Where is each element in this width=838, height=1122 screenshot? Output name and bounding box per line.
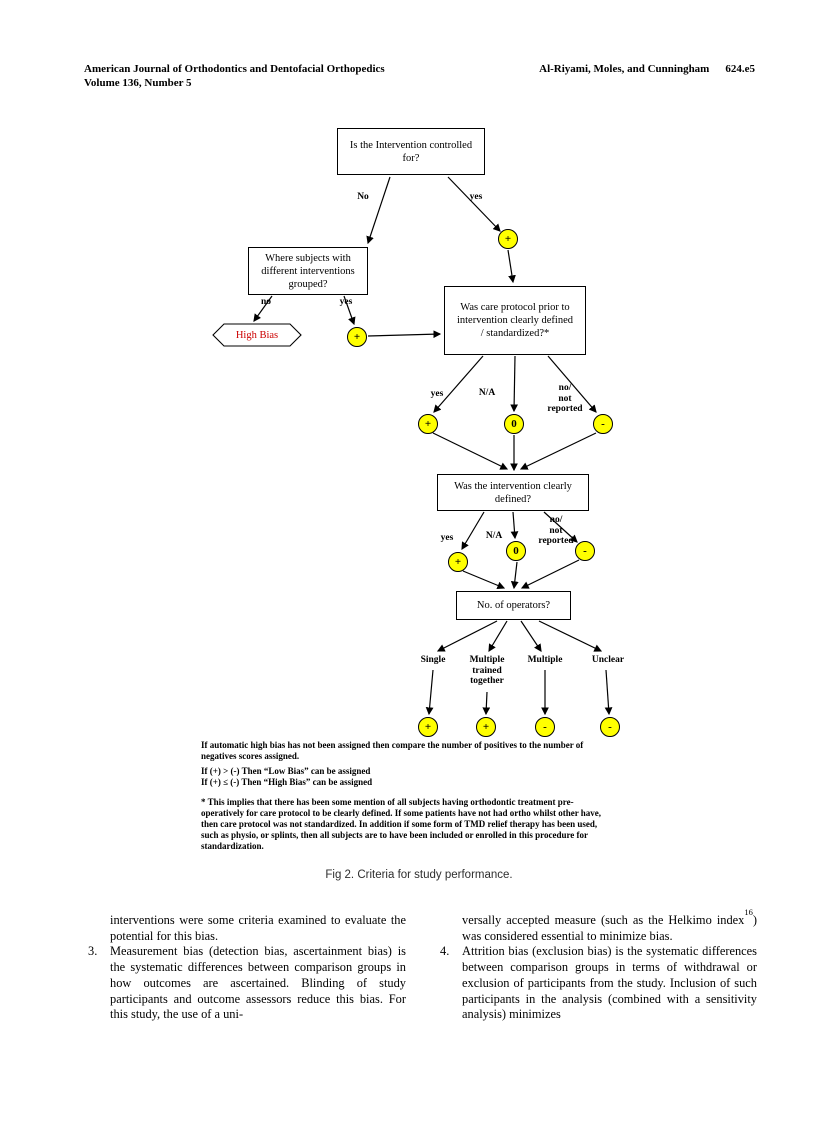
- operator-label-single: Single: [420, 655, 446, 665]
- figure-footnote-line: * This implies that there has been some …: [201, 797, 574, 807]
- body-column-left: interventions were some criteria examine…: [88, 913, 406, 1023]
- branch-label-care-na: N/A: [478, 388, 496, 398]
- flowchart-box-intervention-defined: Was the intervention clearly defined?: [437, 474, 589, 511]
- branch-label-controlled-yes: yes: [469, 192, 483, 202]
- paragraph-continuation-right: versally accepted measure (such as the H…: [462, 908, 757, 944]
- figure-footnote-line: standardization.: [201, 841, 264, 851]
- branch-label-grouped-yes: yes: [339, 297, 353, 307]
- high-bias-shape: [212, 323, 302, 347]
- journal-title: American Journal of Orthodontics and Den…: [84, 63, 385, 75]
- scoring-note: If automatic high bias has not been assi…: [201, 740, 641, 789]
- branch-label-care-yes: yes: [430, 389, 444, 399]
- figure-footnote: * This implies that there has been some …: [201, 797, 663, 852]
- list-item-4: 4. Attrition bias (exclusion bias) is th…: [440, 944, 757, 1023]
- score-circle-plus-multiple-trained: +: [476, 717, 496, 737]
- list-item-3: 3. Measurement bias (detection bias, asc…: [88, 944, 406, 1023]
- reference-superscript: 16: [744, 906, 753, 917]
- body-column-right: versally accepted measure (such as the H…: [440, 908, 757, 1023]
- list-item-text: Attrition bias (exclusion bias) is the s…: [462, 944, 757, 1022]
- operator-label-multiple-trained: Multiple trained together: [469, 655, 505, 686]
- running-authors: Al-Riyami, Moles, and Cunningham: [539, 63, 710, 75]
- branch-label-grouped-no: no: [260, 297, 272, 307]
- score-circle-minus-care: -: [593, 414, 613, 434]
- branch-label-defined-yes: yes: [440, 533, 454, 543]
- figure-footnote-line: then care protocol was not standardized.…: [201, 819, 598, 829]
- score-circle-plus-grouped: +: [347, 327, 367, 347]
- scoring-note-line: negatives scores assigned.: [201, 751, 300, 762]
- list-item-number: 3.: [88, 944, 98, 959]
- operator-label-multiple: Multiple: [527, 655, 563, 665]
- score-circle-zero-defined: 0: [506, 541, 526, 561]
- running-head-left: American Journal of Orthodontics and Den…: [84, 62, 385, 90]
- operator-label-unclear: Unclear: [591, 655, 625, 665]
- running-head-right: Al-Riyami, Moles, and Cunningham 624.e5: [539, 62, 755, 90]
- branch-label-care-not-reported: no/ not reported: [547, 383, 583, 414]
- score-circle-minus-unclear: -: [600, 717, 620, 737]
- scoring-note-line: If automatic high bias has not been assi…: [201, 740, 584, 750]
- list-item-text: Measurement bias (detection bias, ascert…: [110, 944, 406, 1022]
- branch-label-controlled-no: No: [357, 192, 369, 202]
- score-circle-plus-defined: +: [448, 552, 468, 572]
- score-circle-plus-single: +: [418, 717, 438, 737]
- score-circle-plus-care: +: [418, 414, 438, 434]
- flowchart-connectors: [253, 176, 613, 716]
- flowchart-box-intervention-controlled: Is the Intervention controlled for?: [337, 128, 485, 175]
- figure-caption: Fig 2. Criteria for study performance.: [325, 869, 513, 881]
- branch-label-defined-not-reported: no/ not reported: [538, 515, 574, 546]
- journal-volume: Volume 136, Number 5: [84, 77, 192, 89]
- score-circle-minus-defined: -: [575, 541, 595, 561]
- scoring-note-line: If (+) ≤ (-) Then “High Bias” can be ass…: [201, 777, 373, 788]
- score-circle-minus-multiple: -: [535, 717, 555, 737]
- score-circle-zero-care: 0: [504, 414, 524, 434]
- flowchart-box-operators: No. of operators?: [456, 591, 571, 620]
- figure-footnote-line: operatively for care protocol to be clea…: [201, 808, 602, 818]
- continuation-text-pre: versally accepted measure (such as the H…: [462, 913, 745, 927]
- list-item-number: 4.: [440, 944, 450, 959]
- page-header: American Journal of Orthodontics and Den…: [84, 62, 755, 90]
- paragraph-continuation-left: interventions were some criteria examine…: [110, 913, 406, 943]
- continuation-text-post: ) was considered essential to minimize b…: [462, 913, 757, 943]
- page-number: 624.e5: [725, 63, 755, 75]
- flowchart-box-care-protocol: Was care protocol prior to intervention …: [444, 286, 586, 355]
- scoring-note-line: If (+) > (-) Then “Low Bias” can be assi…: [201, 765, 371, 776]
- branch-label-defined-na: N/A: [485, 531, 503, 541]
- high-bias-terminator: High Bias: [235, 329, 279, 341]
- figure-footnote-line: such as physio, or splints, then all sub…: [201, 830, 589, 840]
- score-circle-plus-controlled: +: [498, 229, 518, 249]
- flowchart-box-subjects-grouped: Where subjects with different interventi…: [248, 247, 368, 295]
